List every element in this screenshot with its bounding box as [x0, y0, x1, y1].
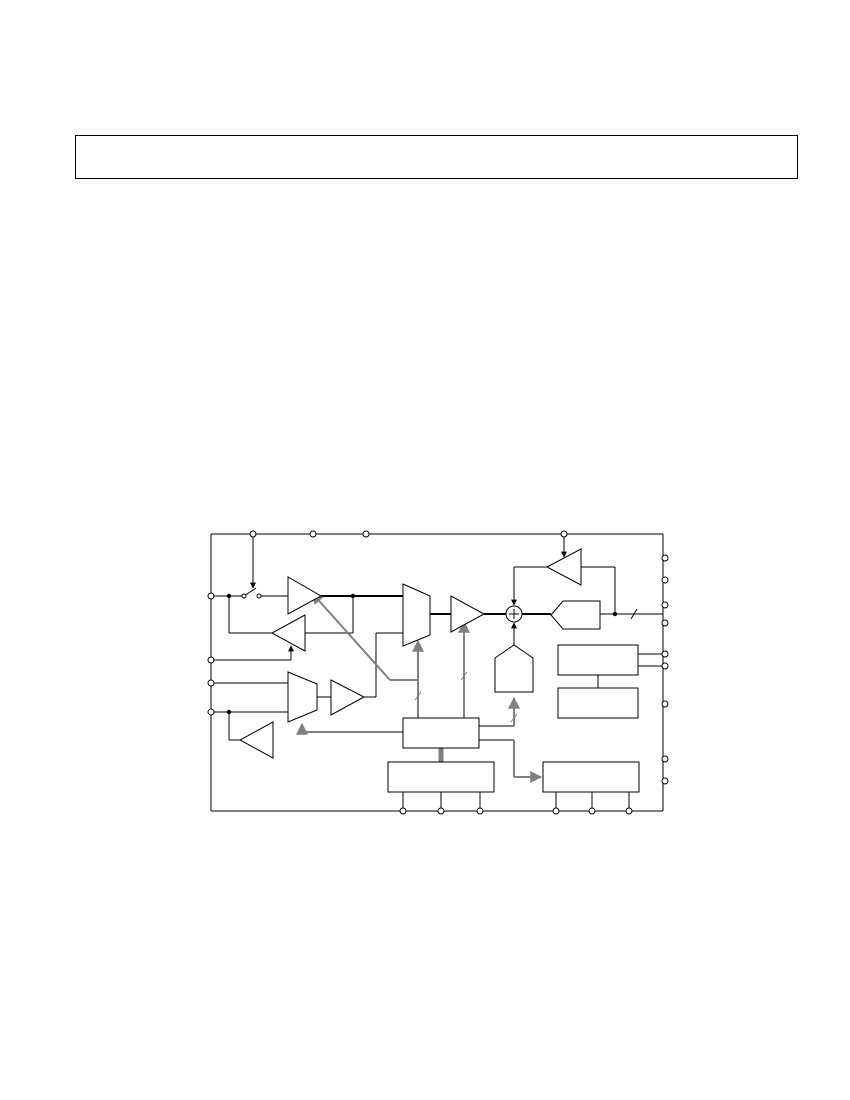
- pga-amplifier: [330, 679, 366, 716]
- reference-buffer: [238, 721, 274, 759]
- chip-outline: [210, 533, 664, 812]
- main-multiplexer: [402, 583, 431, 647]
- summing-junction: [505, 605, 523, 623]
- register-block-upper: [557, 644, 639, 676]
- output-converter: [550, 600, 601, 630]
- junction-dots: [226, 593, 618, 715]
- serial-interface-block: [387, 761, 495, 793]
- top-pins: [250, 534, 567, 589]
- pins: [207, 530, 669, 815]
- feedback-amplifier: [270, 614, 306, 652]
- dac-block: [494, 644, 534, 693]
- offset-amplifier: [545, 548, 582, 586]
- input-buffer-amplifier: [287, 576, 323, 615]
- header-box: [75, 135, 798, 179]
- bus-width-slashes: [414, 671, 518, 723]
- control-logic-block: [402, 717, 480, 749]
- input-multiplexer: [287, 671, 318, 723]
- functional-block-diagram: [200, 520, 680, 820]
- block-diagram-svg: [207, 530, 669, 815]
- clock-block: [542, 761, 640, 793]
- register-block-lower: [557, 687, 639, 719]
- gain-amplifier: [450, 595, 486, 633]
- control-bus: [296, 592, 543, 783]
